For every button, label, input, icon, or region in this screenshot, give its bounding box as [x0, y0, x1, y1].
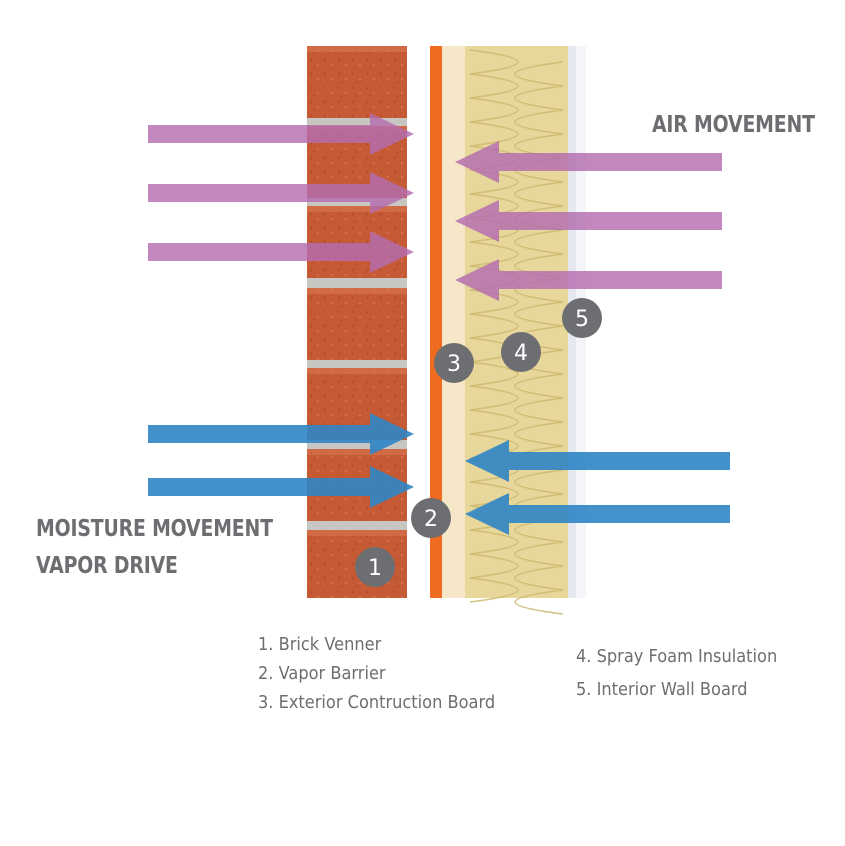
brick-texture [307, 288, 407, 360]
insulation-layer [465, 46, 568, 615]
vapor-barrier-layer [430, 46, 442, 598]
badge-label: 3 [447, 352, 461, 377]
brick-highlight [307, 530, 407, 536]
legend-left: 1. Brick Venner 2. Vapor Barrier 3. Exte… [258, 630, 495, 717]
number-badge-2: 2 [411, 498, 451, 538]
legend-right: 4. Spray Foam Insulation 5. Interior Wal… [576, 640, 777, 706]
moisture-arrow-outward [465, 493, 730, 535]
number-badge-3: 3 [434, 343, 474, 383]
brick-highlight [307, 206, 407, 212]
brick-highlight [307, 46, 407, 52]
badge-label: 2 [424, 507, 438, 532]
air-movement-heading: AIR MOVEMENT [652, 112, 815, 138]
air-arrow-outward [455, 259, 722, 301]
legend-item-spray-foam: 4. Spray Foam Insulation [576, 646, 778, 667]
exterior-board-layer [442, 46, 465, 598]
number-badge-4: 4 [501, 332, 541, 372]
legend-item-vapor-barrier: 2. Vapor Barrier [258, 663, 386, 684]
brick-highlight [307, 368, 407, 374]
moisture-arrow-inward [148, 413, 414, 455]
badge-circle [501, 332, 541, 372]
badge-circle [562, 298, 602, 338]
air-arrow-outward [455, 141, 722, 183]
badge-label: 4 [514, 341, 528, 366]
moisture-movement-heading: MOISTURE MOVEMENT [36, 516, 273, 542]
legend-item-brick-venner: 1. Brick Venner [258, 634, 382, 655]
number-badge-5: 5 [562, 298, 602, 338]
moisture-arrow-outward [465, 440, 730, 482]
air-arrow-outward [455, 200, 722, 242]
air-arrow-inward [148, 113, 414, 155]
badge-circle [355, 547, 395, 587]
brick-texture [307, 46, 407, 118]
legend-item-interior-wall-board: 5. Interior Wall Board [576, 679, 748, 700]
vapor-drive-heading: VAPOR DRIVE [36, 553, 178, 579]
brick-highlight [307, 449, 407, 455]
air-arrow-inward [148, 231, 414, 273]
number-badge-1: 1 [355, 547, 395, 587]
badge-circle [434, 343, 474, 383]
air-arrow-inward [148, 172, 414, 214]
brick-highlight [307, 288, 407, 294]
moisture-arrow-inward [148, 466, 414, 508]
badge-label: 5 [575, 307, 589, 332]
badge-circle [411, 498, 451, 538]
legend-item-exterior-board: 3. Exterior Contruction Board [258, 692, 496, 713]
badge-label: 1 [368, 556, 382, 581]
